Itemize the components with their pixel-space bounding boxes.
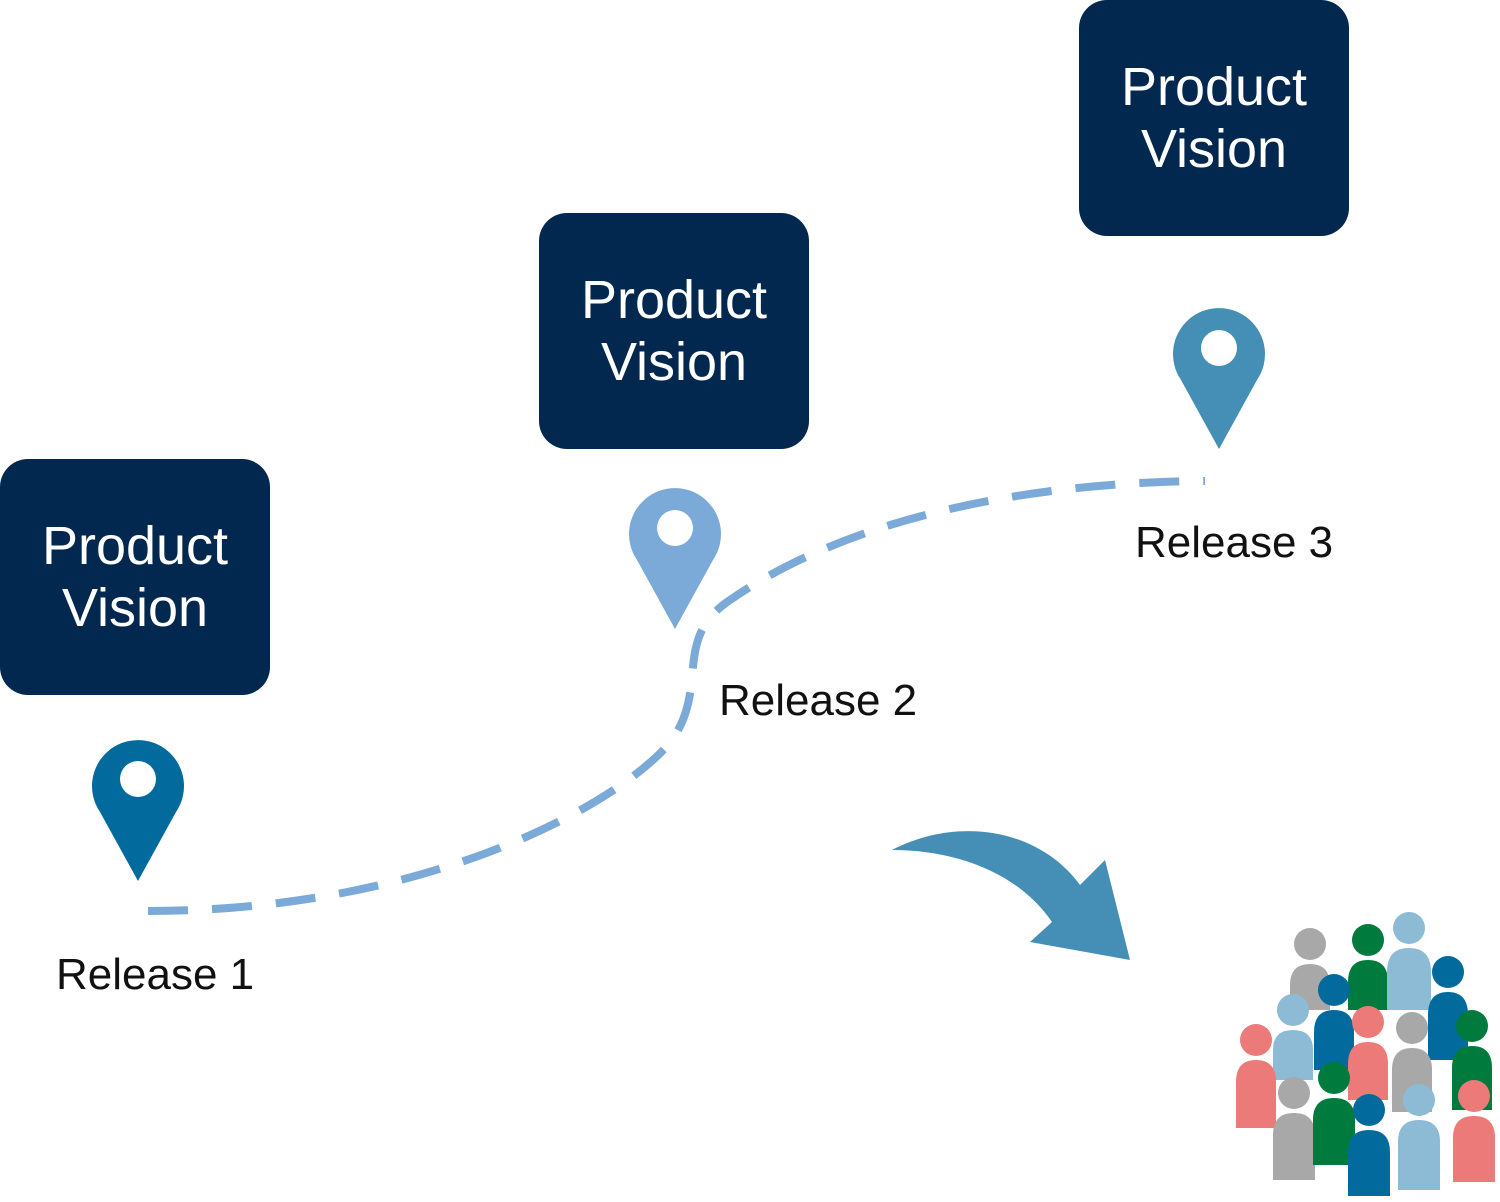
- person-icon: [1314, 974, 1354, 1070]
- person-icon: [1273, 994, 1313, 1080]
- person-icon: [1348, 1006, 1388, 1100]
- person-icon: [1348, 924, 1388, 1010]
- product-vision-box-1: Product Vision: [0, 459, 270, 695]
- person-icon: [1273, 1077, 1315, 1180]
- product-vision-box-3: Product Vision: [1079, 0, 1349, 236]
- map-pin-icon: [629, 488, 721, 629]
- release-2-label: Release 2: [719, 676, 918, 725]
- roadmap-dashed-path: [147, 477, 1206, 915]
- crowd-of-people-icon: [1236, 912, 1495, 1196]
- person-icon: [1236, 1024, 1276, 1128]
- map-pin-icon: [1173, 308, 1266, 449]
- person-icon: [1387, 912, 1431, 1010]
- product-vision-label: Product Vision: [41, 516, 229, 638]
- product-vision-label: Product Vision: [580, 270, 768, 392]
- curved-arrow-icon: [892, 831, 1130, 960]
- product-vision-label: Product Vision: [1120, 57, 1308, 179]
- person-icon: [1348, 1094, 1390, 1196]
- product-vision-box-2: Product Vision: [539, 213, 809, 449]
- person-icon: [1453, 1080, 1495, 1182]
- map-pin-icon: [92, 740, 185, 881]
- release-1-label: Release 1: [56, 950, 255, 999]
- person-icon: [1398, 1084, 1440, 1190]
- person-icon: [1428, 956, 1468, 1060]
- release-3-label: Release 3: [1135, 518, 1334, 567]
- person-icon: [1313, 1062, 1355, 1165]
